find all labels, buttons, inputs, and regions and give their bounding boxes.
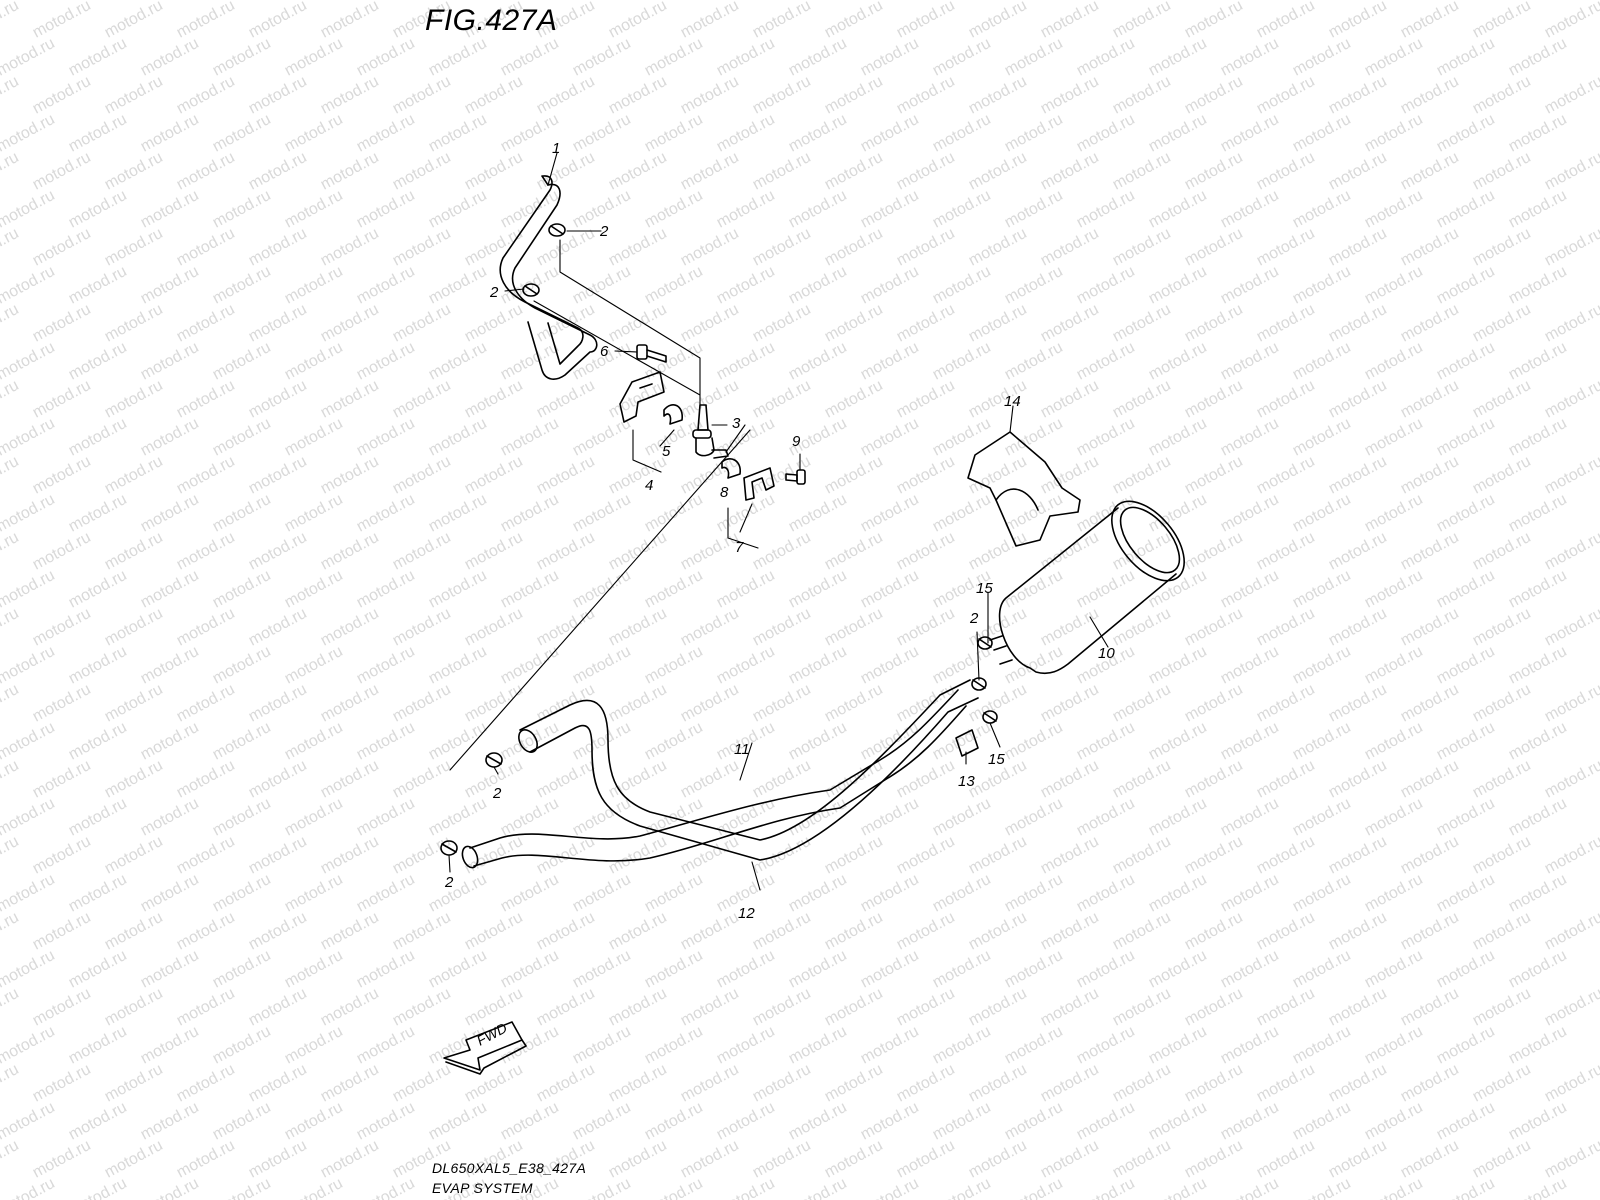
callout-labels: 1 2 2 6 3 5 4 9 8 7 14 15 2 10 15 13 11 …	[444, 140, 1115, 1049]
callout-11: 11	[734, 741, 750, 758]
part-2-clamp-upper	[522, 223, 566, 297]
part-11-hose	[518, 679, 979, 861]
callout-3: 3	[732, 415, 741, 432]
part-15-clamp-lower	[982, 710, 998, 724]
part-12-hose	[461, 689, 967, 869]
part-7-bracket	[743, 467, 775, 501]
part-8-clip	[721, 458, 741, 479]
callout-2-canister: 2	[969, 610, 979, 627]
part-14-protector	[967, 431, 1081, 547]
figure-title: FIG.427A	[425, 4, 558, 37]
part-10-canister	[989, 500, 1185, 675]
footer-code: DL650XAL5_E38_427A	[432, 1160, 587, 1176]
part-15-clamp-upper	[977, 636, 993, 650]
callout-10: 10	[1098, 645, 1115, 662]
part-13-cap	[955, 729, 979, 757]
callout-2-left: 2	[489, 284, 499, 301]
callout-12: 12	[738, 905, 755, 922]
footer-name: EVAP SYSTEM	[432, 1180, 533, 1196]
part-1-hose	[499, 175, 598, 380]
callout-5: 5	[662, 443, 671, 460]
callout-6: 6	[600, 343, 609, 360]
leader-lines	[448, 152, 1109, 891]
callout-13: 13	[958, 773, 975, 790]
part-6-bolt	[636, 344, 667, 363]
callout-1: 1	[552, 140, 560, 157]
fwd-arrow-icon	[443, 1021, 527, 1075]
callout-2-lower-a: 2	[492, 785, 502, 802]
part-2-clamp-lower-a	[485, 752, 503, 768]
callout-14: 14	[1004, 393, 1021, 410]
callout-9: 9	[792, 433, 801, 450]
callout-4: 4	[645, 477, 653, 494]
part-9-bolt	[785, 469, 806, 485]
callout-8: 8	[720, 484, 729, 501]
callout-15-lower: 15	[988, 751, 1005, 768]
part-5-clip	[663, 404, 683, 425]
part-2-clamp-lower-b	[440, 840, 458, 856]
part-3-union	[692, 404, 729, 459]
callout-2-lower-b: 2	[444, 874, 454, 891]
callout-2-upper: 2	[599, 223, 609, 240]
callout-7: 7	[735, 539, 744, 556]
part-4-bracket	[619, 371, 665, 423]
callout-15-upper: 15	[976, 580, 993, 597]
